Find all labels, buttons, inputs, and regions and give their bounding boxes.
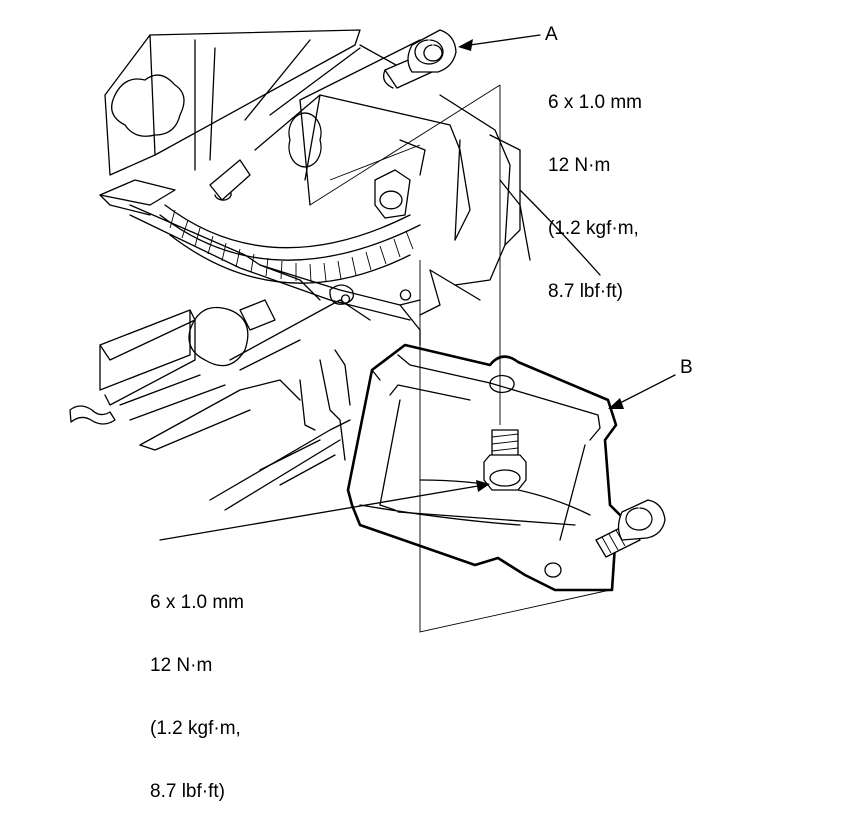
engine-block [69, 29, 601, 511]
callout-lower-torque-lbfft: 8.7 lbf·ft) [150, 781, 225, 802]
callout-lower-size: 6 x 1.0 mm [150, 592, 244, 613]
callout-lower-torque-kgfm: (1.2 kgf·m, [150, 718, 241, 739]
callout-a-torque-nm: 12 N·m [548, 155, 611, 176]
alignment-lines [309, 84, 611, 633]
leader-lines [159, 34, 676, 541]
callout-lower-torque-nm: 12 N·m [150, 655, 213, 676]
callout-a-torque-kgfm: (1.2 kgf·m, [548, 218, 639, 239]
exploded-view-drawing [69, 29, 676, 633]
bolt-right [595, 499, 666, 558]
callout-a-letter: A [545, 24, 558, 45]
callout-b-letter: B [680, 357, 693, 378]
callout-a-torque-lbfft: 8.7 lbf·ft) [548, 281, 623, 302]
callout-a-spec: 6 x 1.0 mm 12 N·m (1.2 kgf·m, 8.7 lbf·ft… [548, 50, 642, 323]
callout-a-size: 6 x 1.0 mm [548, 92, 642, 113]
bolt-a [382, 29, 457, 89]
diagram-stage: A 6 x 1.0 mm 12 N·m (1.2 kgf·m, 8.7 lbf·… [69, 24, 693, 802]
callout-lower-spec: 6 x 1.0 mm 12 N·m (1.2 kgf·m, 8.7 lbf·ft… [150, 550, 244, 823]
bolt-center [483, 429, 527, 491]
